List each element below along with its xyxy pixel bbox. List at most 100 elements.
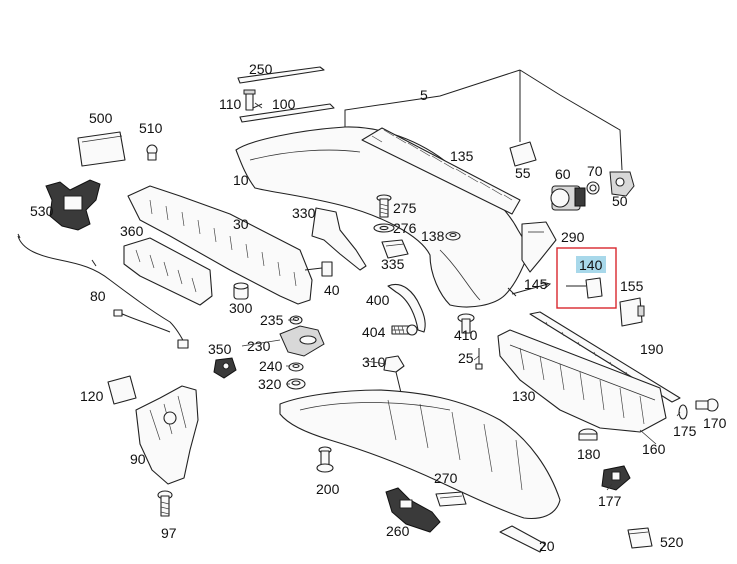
part-20-strip[interactable] <box>499 525 546 553</box>
label-170: 170 <box>703 415 727 431</box>
part-60-sensor[interactable] <box>550 185 586 211</box>
label-350: 350 <box>208 341 232 357</box>
label-100: 100 <box>272 96 296 112</box>
part-270-clip[interactable] <box>435 491 467 507</box>
part-70-ring[interactable] <box>586 181 600 195</box>
part-290-bracket[interactable] <box>521 221 557 273</box>
label-530: 530 <box>30 203 54 219</box>
label-55: 55 <box>515 165 531 181</box>
part-175-washer[interactable] <box>678 404 688 420</box>
part-300-bushing[interactable] <box>233 282 249 300</box>
label-250: 250 <box>249 61 273 77</box>
label-260: 260 <box>386 523 410 539</box>
highlight-box-140[interactable] <box>556 247 617 309</box>
label-50: 50 <box>612 193 628 209</box>
part-50-bracket[interactable] <box>609 171 635 197</box>
label-175: 175 <box>673 423 697 439</box>
part-200-bolt[interactable] <box>316 446 334 473</box>
part-320-washer[interactable] <box>286 378 306 390</box>
part-410-screw[interactable] <box>457 313 475 334</box>
part-530-bracket[interactable] <box>45 179 101 231</box>
part-labels: 5 10 20 25 30 40 50 55 60 70 80 90 97 10… <box>30 61 727 554</box>
part-510-clip[interactable] <box>146 144 158 161</box>
label-360: 360 <box>120 223 144 239</box>
part-110-pin[interactable] <box>243 89 256 111</box>
part-170-bolt[interactable] <box>695 398 719 412</box>
label-160: 160 <box>642 441 666 457</box>
part-250-strip[interactable] <box>237 66 325 84</box>
label-130: 130 <box>512 388 536 404</box>
part-500-module[interactable] <box>77 131 126 167</box>
part-520-box[interactable] <box>627 527 653 549</box>
label-180: 180 <box>577 446 601 462</box>
label-320: 320 <box>258 376 282 392</box>
part-276-washer[interactable] <box>373 223 395 233</box>
label-20: 20 <box>539 538 555 554</box>
part-30-support[interactable] <box>127 185 313 305</box>
part-155-module[interactable] <box>619 297 645 327</box>
part-80-harness[interactable] <box>17 233 189 349</box>
part-130-diffuser[interactable] <box>497 329 667 433</box>
part-177-connector[interactable] <box>601 465 631 491</box>
part-25-pin[interactable] <box>475 348 483 370</box>
label-80: 80 <box>90 288 106 304</box>
highlight-label-bg <box>576 256 606 273</box>
part-140-cap[interactable] <box>585 277 603 299</box>
label-60: 60 <box>555 166 571 182</box>
label-404: 404 <box>362 324 386 340</box>
part-350-clip[interactable] <box>213 357 237 379</box>
label-90: 90 <box>130 451 146 467</box>
part-335-clip[interactable] <box>381 239 409 259</box>
part-330-bracket[interactable] <box>311 207 367 271</box>
label-270: 270 <box>434 470 458 486</box>
label-240: 240 <box>259 358 283 374</box>
part-90-bracket[interactable] <box>135 385 199 485</box>
part-180-cap[interactable] <box>578 428 598 441</box>
part-55-cap[interactable] <box>509 141 537 167</box>
label-155: 155 <box>620 278 644 294</box>
label-230: 230 <box>247 338 271 354</box>
label-500: 500 <box>89 110 113 126</box>
part-20-lower-bumper[interactable] <box>279 389 561 520</box>
label-290: 290 <box>561 229 585 245</box>
part-138-nut[interactable] <box>445 231 461 241</box>
label-135: 135 <box>450 148 474 164</box>
part-230-bracket[interactable] <box>279 325 325 357</box>
label-110: 110 <box>219 96 242 112</box>
part-135-strip[interactable] <box>361 127 521 215</box>
label-300: 300 <box>229 300 253 316</box>
label-138: 138 <box>421 228 445 244</box>
label-40: 40 <box>324 282 340 298</box>
label-97: 97 <box>161 525 177 541</box>
part-40-stud[interactable] <box>304 261 333 277</box>
label-70: 70 <box>587 163 603 179</box>
label-30: 30 <box>233 216 249 232</box>
part-97-bolt[interactable] <box>157 490 173 517</box>
part-145-pointer <box>507 281 552 297</box>
part-400-strip[interactable] <box>387 284 426 333</box>
label-330: 330 <box>292 205 316 221</box>
part-275-screw[interactable] <box>376 194 392 218</box>
label-335: 335 <box>381 256 405 272</box>
label-120: 120 <box>80 388 104 404</box>
label-520: 520 <box>660 534 684 550</box>
part-100-strip[interactable] <box>239 103 335 123</box>
label-410: 410 <box>454 327 478 343</box>
label-145: 145 <box>524 276 548 292</box>
leader-lines <box>241 102 681 491</box>
label-235: 235 <box>260 312 284 328</box>
label-400: 400 <box>366 292 390 308</box>
part-120-plate[interactable] <box>107 375 137 405</box>
part-360-absorber[interactable] <box>123 237 213 306</box>
label-276: 276 <box>393 220 417 236</box>
part-240-washer[interactable] <box>288 362 304 372</box>
label-25: 25 <box>458 350 474 366</box>
label-510: 510 <box>139 120 163 136</box>
label-10: 10 <box>233 172 249 188</box>
label-177: 177 <box>598 493 622 509</box>
label-190: 190 <box>640 341 664 357</box>
label-275: 275 <box>393 200 417 216</box>
label-140: 140 <box>579 257 603 273</box>
part-260-bracket[interactable] <box>385 487 441 533</box>
